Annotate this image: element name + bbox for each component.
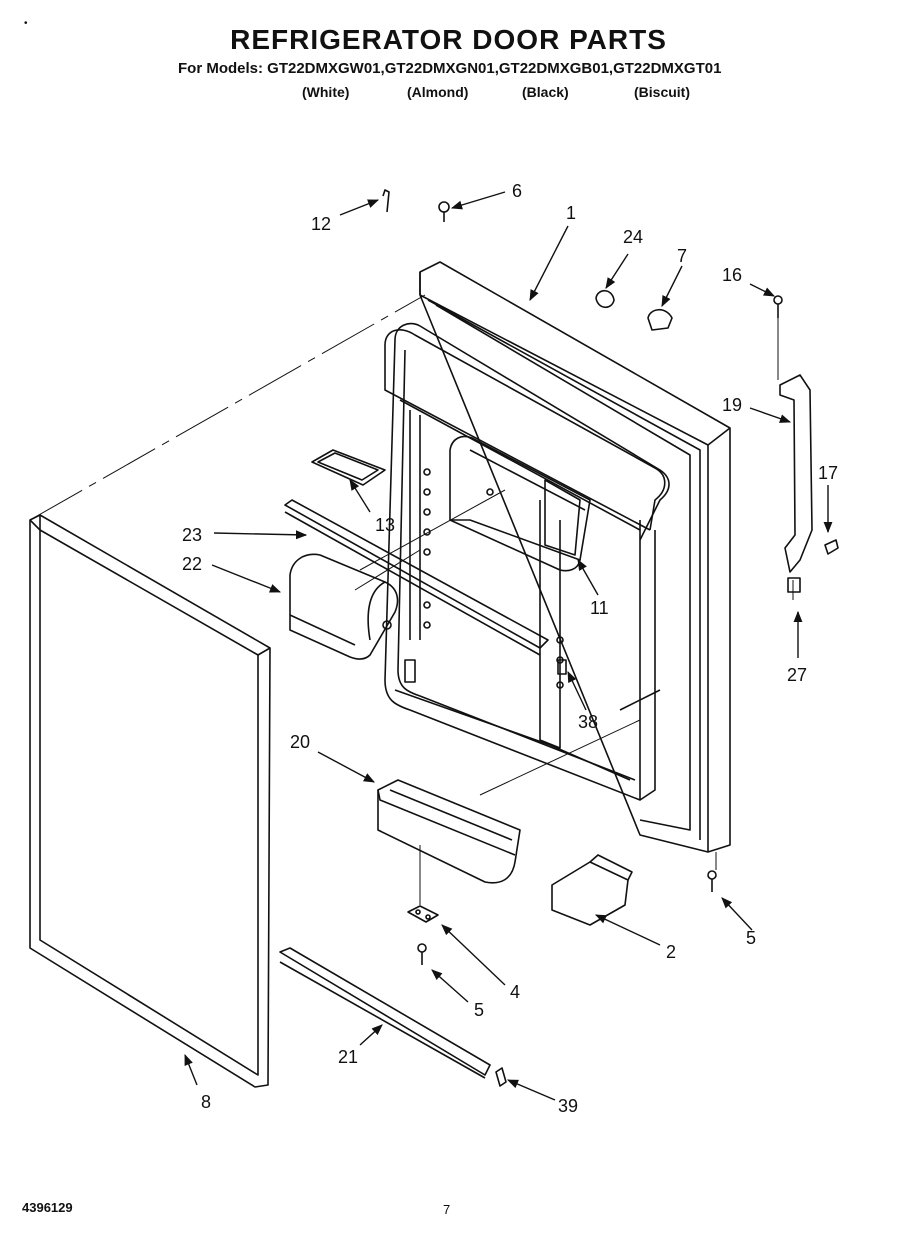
shelf-bar xyxy=(284,499,549,656)
callout-20: 20 xyxy=(290,732,310,752)
variant-white: (White) xyxy=(302,84,350,100)
callout-2: 2 xyxy=(666,942,676,962)
screw-16 xyxy=(773,295,783,318)
callout-22: 22 xyxy=(182,554,202,574)
callout-39: 39 xyxy=(558,1096,578,1116)
callout-27: 27 xyxy=(787,665,807,685)
callout-6: 6 xyxy=(512,181,522,201)
callout-38: 38 xyxy=(578,712,598,732)
callout-17: 17 xyxy=(818,463,838,483)
fastener-screw-6 xyxy=(438,201,450,222)
lower-door-bin xyxy=(377,779,521,884)
clip-39 xyxy=(495,1067,507,1087)
egg-bin xyxy=(289,553,399,660)
callout-19: 19 xyxy=(722,395,742,415)
callout-7: 7 xyxy=(677,246,687,266)
callout-11: 11 xyxy=(590,598,609,618)
variant-biscuit: (Biscuit) xyxy=(634,84,690,100)
cap-7 xyxy=(647,308,673,331)
door-handle xyxy=(779,374,813,573)
callout-23: 23 xyxy=(182,525,202,545)
callout-16: 16 xyxy=(722,265,742,285)
color-variants: (White) (Almond) (Black) (Biscuit) xyxy=(0,84,897,104)
screw-5-bottom xyxy=(417,943,427,965)
page-number: 7 xyxy=(443,1202,451,1217)
page-title: REFRIGERATOR DOOR PARTS xyxy=(230,24,667,55)
hinge-plate xyxy=(407,905,439,923)
screw-5-right xyxy=(707,870,717,892)
dairy-cover xyxy=(311,449,386,486)
door-panel xyxy=(419,261,731,853)
variant-almond: (Almond) xyxy=(407,84,469,100)
models-line: For Models: GT22DMXGW01,GT22DMXGN01,GT22… xyxy=(178,60,722,77)
callout-1: 1 xyxy=(566,203,576,223)
callout-21: 21 xyxy=(338,1047,358,1067)
clip-38 xyxy=(557,659,567,675)
door-gasket xyxy=(29,514,271,1088)
upper-door-shelf xyxy=(384,329,666,531)
leader-arrows xyxy=(184,191,833,1101)
plug-24 xyxy=(595,289,615,309)
bottom-trim-strip xyxy=(279,947,491,1079)
fastener-screw-12 xyxy=(382,189,390,213)
callout-8: 8 xyxy=(201,1092,211,1112)
handle-cover xyxy=(551,854,633,926)
screw-17 xyxy=(824,539,839,555)
dairy-bin xyxy=(449,435,591,572)
callout-5-bottom: 5 xyxy=(474,1000,484,1020)
door-liner xyxy=(384,322,670,801)
document-number: 4396129 xyxy=(22,1200,73,1215)
clip-27 xyxy=(787,577,801,593)
callout-24: 24 xyxy=(623,227,643,247)
callout-4: 4 xyxy=(510,982,520,1002)
callout-13: 13 xyxy=(375,515,395,535)
callout-12: 12 xyxy=(311,214,331,234)
guide-lines xyxy=(29,294,794,905)
callout-5-right: 5 xyxy=(746,928,756,948)
speck-mark: • xyxy=(24,18,28,29)
callout-labels: 12 6 1 24 7 16 19 17 13 23 22 11 27 38 2… xyxy=(182,181,838,1116)
variant-black: (Black) xyxy=(522,84,569,100)
